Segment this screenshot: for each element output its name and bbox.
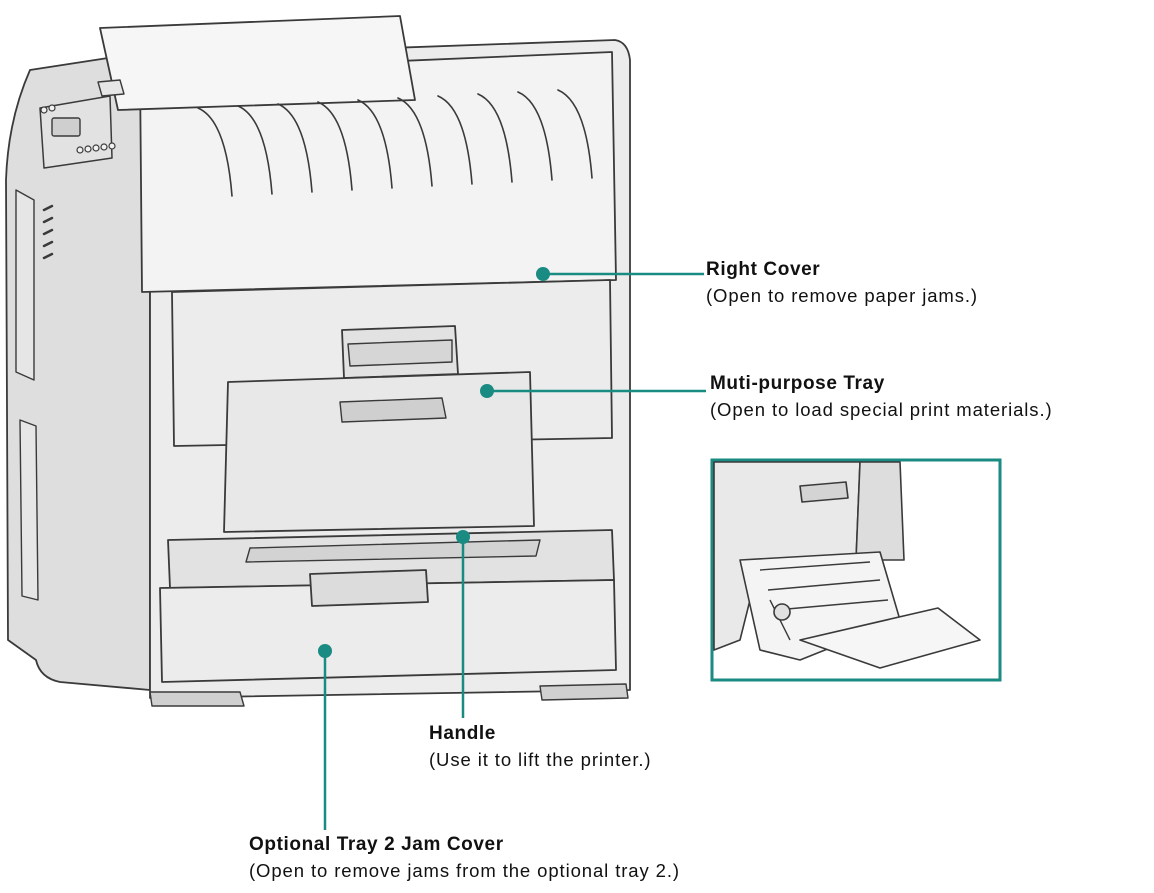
multi-purpose-tray-title: Muti-purpose Tray	[710, 373, 885, 394]
optional-tray-2-handle	[309, 569, 429, 607]
handle-leader-dot	[456, 530, 470, 544]
mpt-leader-dot	[480, 384, 494, 398]
inset-tray-extension	[799, 607, 981, 669]
handle-recess	[245, 539, 541, 563]
handle-description: (Use it to lift the printer.)	[429, 748, 652, 770]
inset-tray-rails	[759, 561, 889, 641]
optional-tray2-title: Optional Tray 2 Jam Cover	[249, 834, 504, 855]
right-cover-description: (Open to remove paper jams.)	[706, 284, 978, 306]
printer-illustration	[5, 15, 631, 707]
control-panel-display	[51, 117, 81, 137]
top-button	[97, 79, 125, 97]
control-panel-buttons	[40, 104, 116, 154]
right-cover-callout: Right Cover (Open to remove paper jams.)	[706, 258, 978, 307]
tray2-leader-dot	[318, 644, 332, 658]
printer-left-side	[5, 57, 151, 691]
optional-tray2-callout: Optional Tray 2 Jam Cover (Open to remov…	[249, 833, 680, 882]
printer-base	[149, 683, 629, 707]
multi-purpose-tray-description: (Open to load special print materials.)	[710, 398, 1053, 420]
printer-left-panel-inset	[15, 189, 39, 601]
top-cover-ridges	[197, 89, 593, 197]
inset-roller	[773, 603, 791, 621]
multi-purpose-tray-slot	[339, 397, 447, 423]
handle-callout: Handle (Use it to lift the printer.)	[429, 722, 651, 771]
right-cover-handle-grip	[347, 339, 453, 367]
optional-tray2-description: (Open to remove jams from the optional t…	[249, 859, 680, 881]
inset-slot	[799, 481, 849, 503]
callout-leaders	[318, 267, 706, 830]
multi-purpose-tray-door	[223, 371, 535, 533]
top-cover-lid	[99, 15, 416, 111]
handle-title: Handle	[429, 723, 496, 744]
multi-purpose-tray-callout: Muti-purpose Tray (Open to load special …	[710, 372, 1053, 421]
right-cover-leader-dot	[536, 267, 550, 281]
printer-left-vent	[42, 204, 54, 260]
right-cover-title: Right Cover	[706, 259, 821, 280]
tray-inset	[710, 458, 1002, 682]
inset-side-panel	[855, 461, 905, 561]
top-cover	[139, 51, 617, 293]
